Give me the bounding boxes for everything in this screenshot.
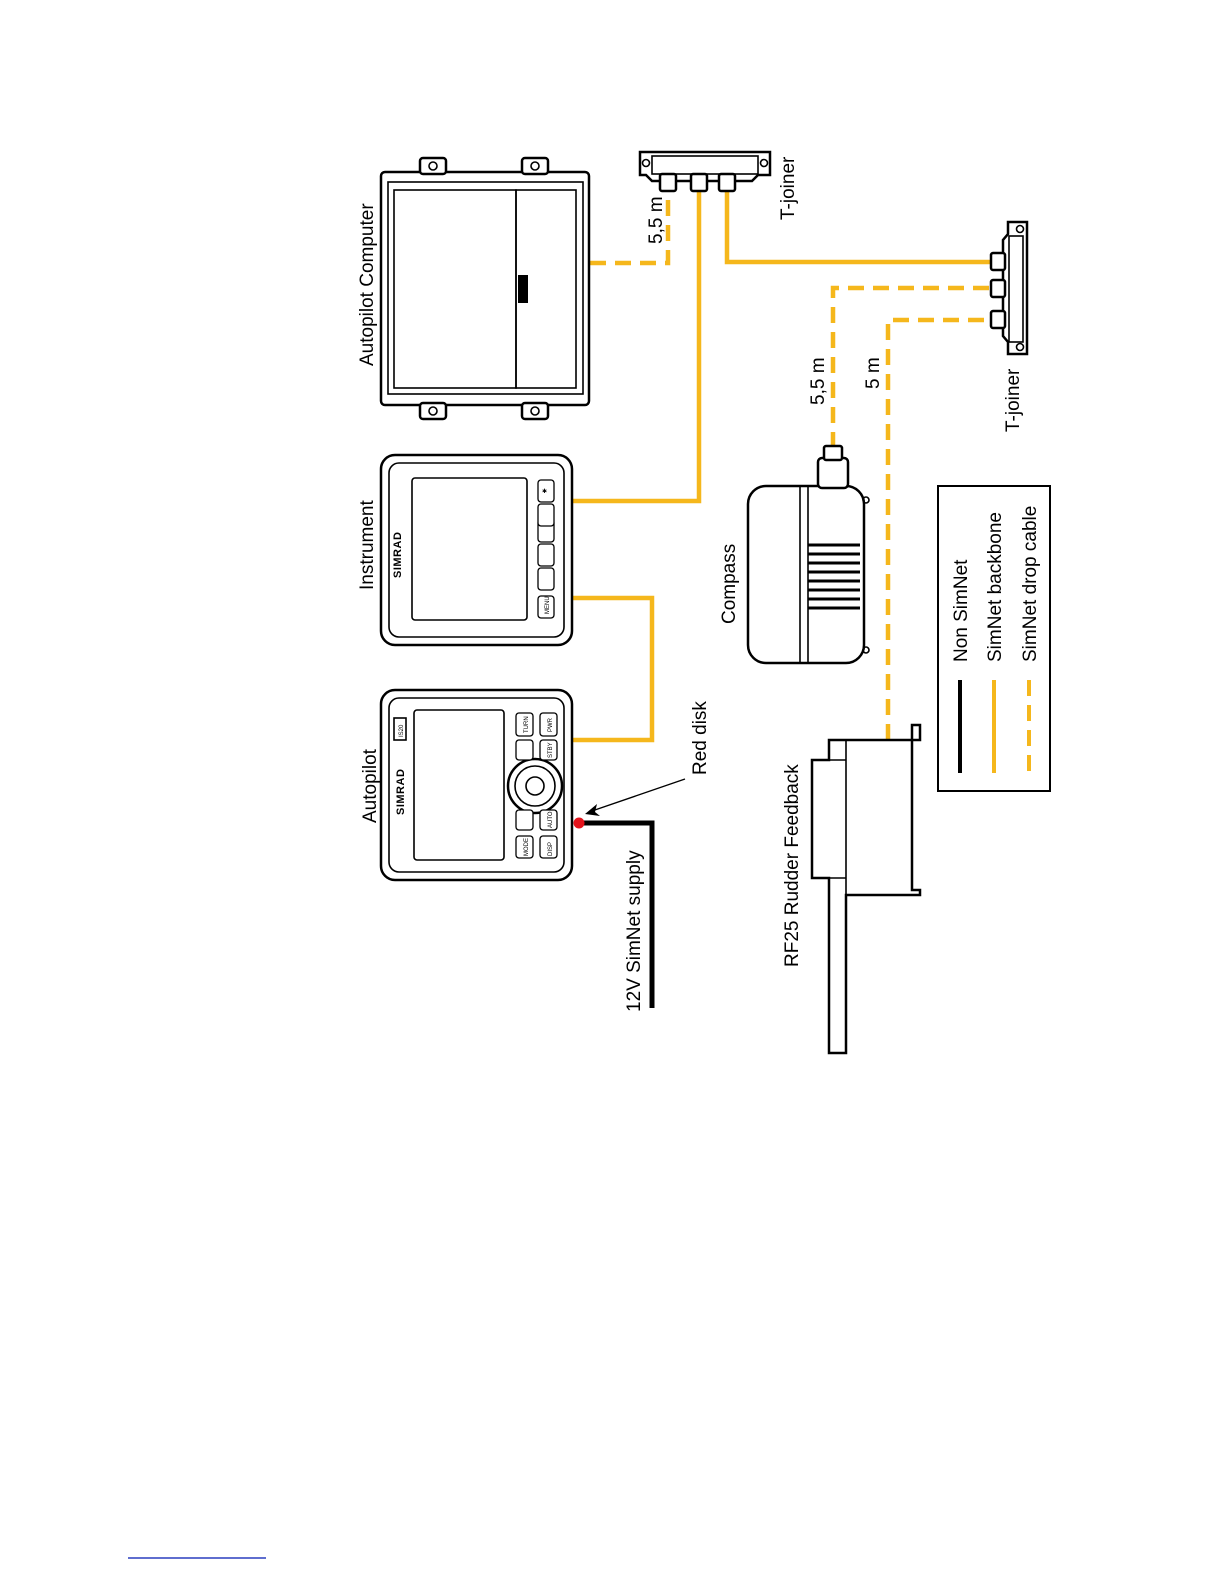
- instrument-logo: SIMRAD: [392, 532, 404, 578]
- svg-text:AUTO: AUTO: [548, 811, 554, 828]
- autopilot-dial[interactable]: [508, 759, 562, 813]
- label-rudder-feedback: RF25 Rudder Feedback: [782, 764, 803, 967]
- instrument-device: SIMRAD MENU ✱: [381, 455, 572, 645]
- legend-item-backbone: SimNet backbone: [985, 512, 1006, 662]
- up-button[interactable]: [538, 544, 554, 566]
- label-autopilot: Autopilot: [360, 748, 381, 823]
- svg-text:TURN: TURN: [524, 716, 530, 733]
- light-icon: ✱: [542, 488, 547, 495]
- svg-text:MENU: MENU: [545, 596, 551, 614]
- legend-item-drop-cable: SimNet drop cable: [1020, 506, 1041, 662]
- legend-item-non-simnet: Non SimNet: [951, 559, 972, 662]
- red-disk: [574, 818, 585, 829]
- right-button[interactable]: [538, 504, 554, 526]
- label-t-joiner-right: T-joiner: [1003, 368, 1024, 432]
- compass-device: [748, 446, 869, 663]
- autopilot-device: SIMRAD IS20 TURN PWR STBY AUTO MODE DISP: [381, 690, 572, 880]
- label-length-rudder: 5 m: [863, 357, 884, 389]
- port-button[interactable]: [516, 810, 533, 830]
- starboard-button[interactable]: [516, 740, 533, 760]
- svg-text:DISP: DISP: [548, 842, 554, 856]
- svg-text:STBY: STBY: [548, 742, 554, 758]
- label-instrument: Instrument: [357, 500, 378, 590]
- rudder-feedback-device: [812, 725, 920, 1053]
- backbone-instrument-tjoiner: [572, 192, 699, 501]
- label-t-joiner-top: T-joiner: [778, 156, 799, 220]
- drop-cable-compass: [833, 288, 996, 448]
- label-length-compass: 5,5 m: [808, 357, 829, 405]
- legend: Non SimNet SimNet backbone SimNet drop c…: [938, 486, 1050, 791]
- label-length-computer: 5,5 m: [646, 196, 667, 244]
- t-joiner-right: [991, 222, 1027, 354]
- red-disk-arrow: [589, 779, 685, 812]
- left-button[interactable]: [538, 568, 554, 590]
- label-autopilot-computer: Autopilot Computer: [357, 203, 378, 366]
- label-supply: 12V SimNet supply: [624, 850, 645, 1012]
- label-red-disk: Red disk: [690, 701, 711, 775]
- instrument-keypad: MENU ✱: [538, 480, 554, 618]
- svg-text:PWR: PWR: [548, 717, 554, 732]
- arrow-head-icon: [585, 804, 600, 816]
- autopilot-logo: SIMRAD: [395, 769, 407, 815]
- autopilot-model: IS20: [399, 724, 405, 737]
- label-compass: Compass: [719, 544, 740, 624]
- backbone-autopilot-instrument: [572, 598, 652, 740]
- autopilot-computer: [381, 158, 589, 419]
- t-joiner-top: [640, 152, 770, 191]
- backbone-tjoiner-tjoiner: [727, 192, 996, 262]
- svg-text:MODE: MODE: [524, 838, 530, 856]
